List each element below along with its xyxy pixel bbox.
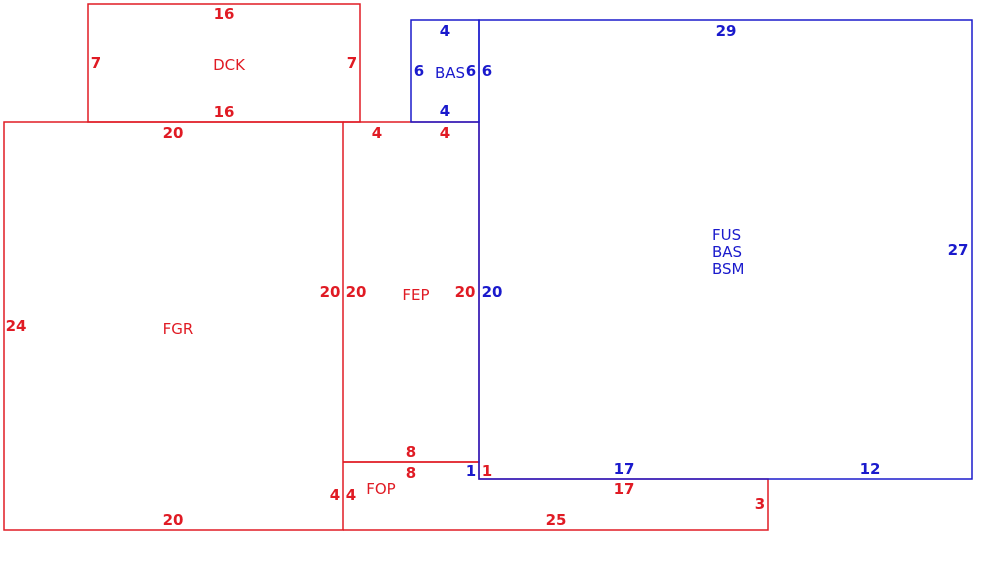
fop-bottom-dimension: 25: [546, 511, 567, 529]
red-outlines: [3, 3, 769, 531]
bas-small-label: BAS: [435, 64, 465, 82]
blue-outlines: [410, 19, 973, 480]
fep-left-dimension: 20: [346, 283, 367, 301]
bas-small-top-dimension: 4: [440, 22, 450, 40]
dck-bottom-dimension: 16: [214, 103, 235, 121]
fus-main-area: FUS BAS BSM 29 27 20 17 12 1: [466, 22, 969, 480]
fep-top-right-dimension: 4: [440, 124, 450, 142]
fop-top-right-dimension: 17: [614, 480, 635, 498]
fus-left-dimension: 20: [482, 283, 503, 301]
fus-top-dimension: 29: [716, 22, 737, 40]
dck-area: DCK 16 16 7 7: [91, 5, 357, 121]
fus-corner-dimension: 1: [466, 462, 476, 480]
fgr-outline: [3, 121, 344, 531]
dck-top-dimension: 16: [214, 5, 235, 23]
bas-small-right-inner-dimension: 6: [466, 62, 476, 80]
bas-small-right-outer-dimension: 6: [482, 62, 492, 80]
fep-label: FEP: [402, 286, 429, 304]
fep-top-left-dimension: 4: [372, 124, 382, 142]
fus-right-dimension: 27: [948, 241, 969, 259]
fop-corner-dimension: 1: [482, 462, 492, 480]
bas-label: BAS: [712, 243, 742, 261]
dck-right-dimension: 7: [347, 54, 357, 72]
bas-small-area: BAS 4 4 6 6 6: [414, 22, 492, 120]
dck-left-dimension: 7: [91, 54, 101, 72]
dck-label: DCK: [213, 56, 246, 74]
fop-left-inner-dimension: 4: [346, 486, 356, 504]
fus-bottom-left-dimension: 17: [614, 460, 635, 478]
fus-label: FUS: [712, 226, 741, 244]
fep-bottom-dimension: 8: [406, 443, 416, 461]
fop-left-outer-dimension: 4: [330, 486, 340, 504]
bsm-label: BSM: [712, 260, 745, 278]
bas-small-bottom-dimension: 4: [440, 102, 450, 120]
fgr-top-dimension: 20: [163, 124, 184, 142]
bas-small-left-dimension: 6: [414, 62, 424, 80]
fop-area: FOP 8 4 4 1 17 3 25: [330, 462, 765, 529]
fus-main-outline: [478, 19, 973, 480]
fop-label: FOP: [366, 480, 395, 498]
fep-area: FEP 4 4 20 20 8: [346, 124, 476, 461]
fgr-left-dimension: 24: [6, 317, 27, 335]
fgr-area: FGR 20 20 24 20: [6, 124, 341, 529]
fop-right-dimension: 3: [755, 495, 765, 513]
fgr-right-dimension: 20: [320, 283, 341, 301]
fep-right-dimension: 20: [455, 283, 476, 301]
fus-bottom-right-dimension: 12: [860, 460, 881, 478]
fgr-label: FGR: [163, 320, 194, 338]
fgr-bottom-dimension: 20: [163, 511, 184, 529]
fop-top-dimension: 8: [406, 464, 416, 482]
